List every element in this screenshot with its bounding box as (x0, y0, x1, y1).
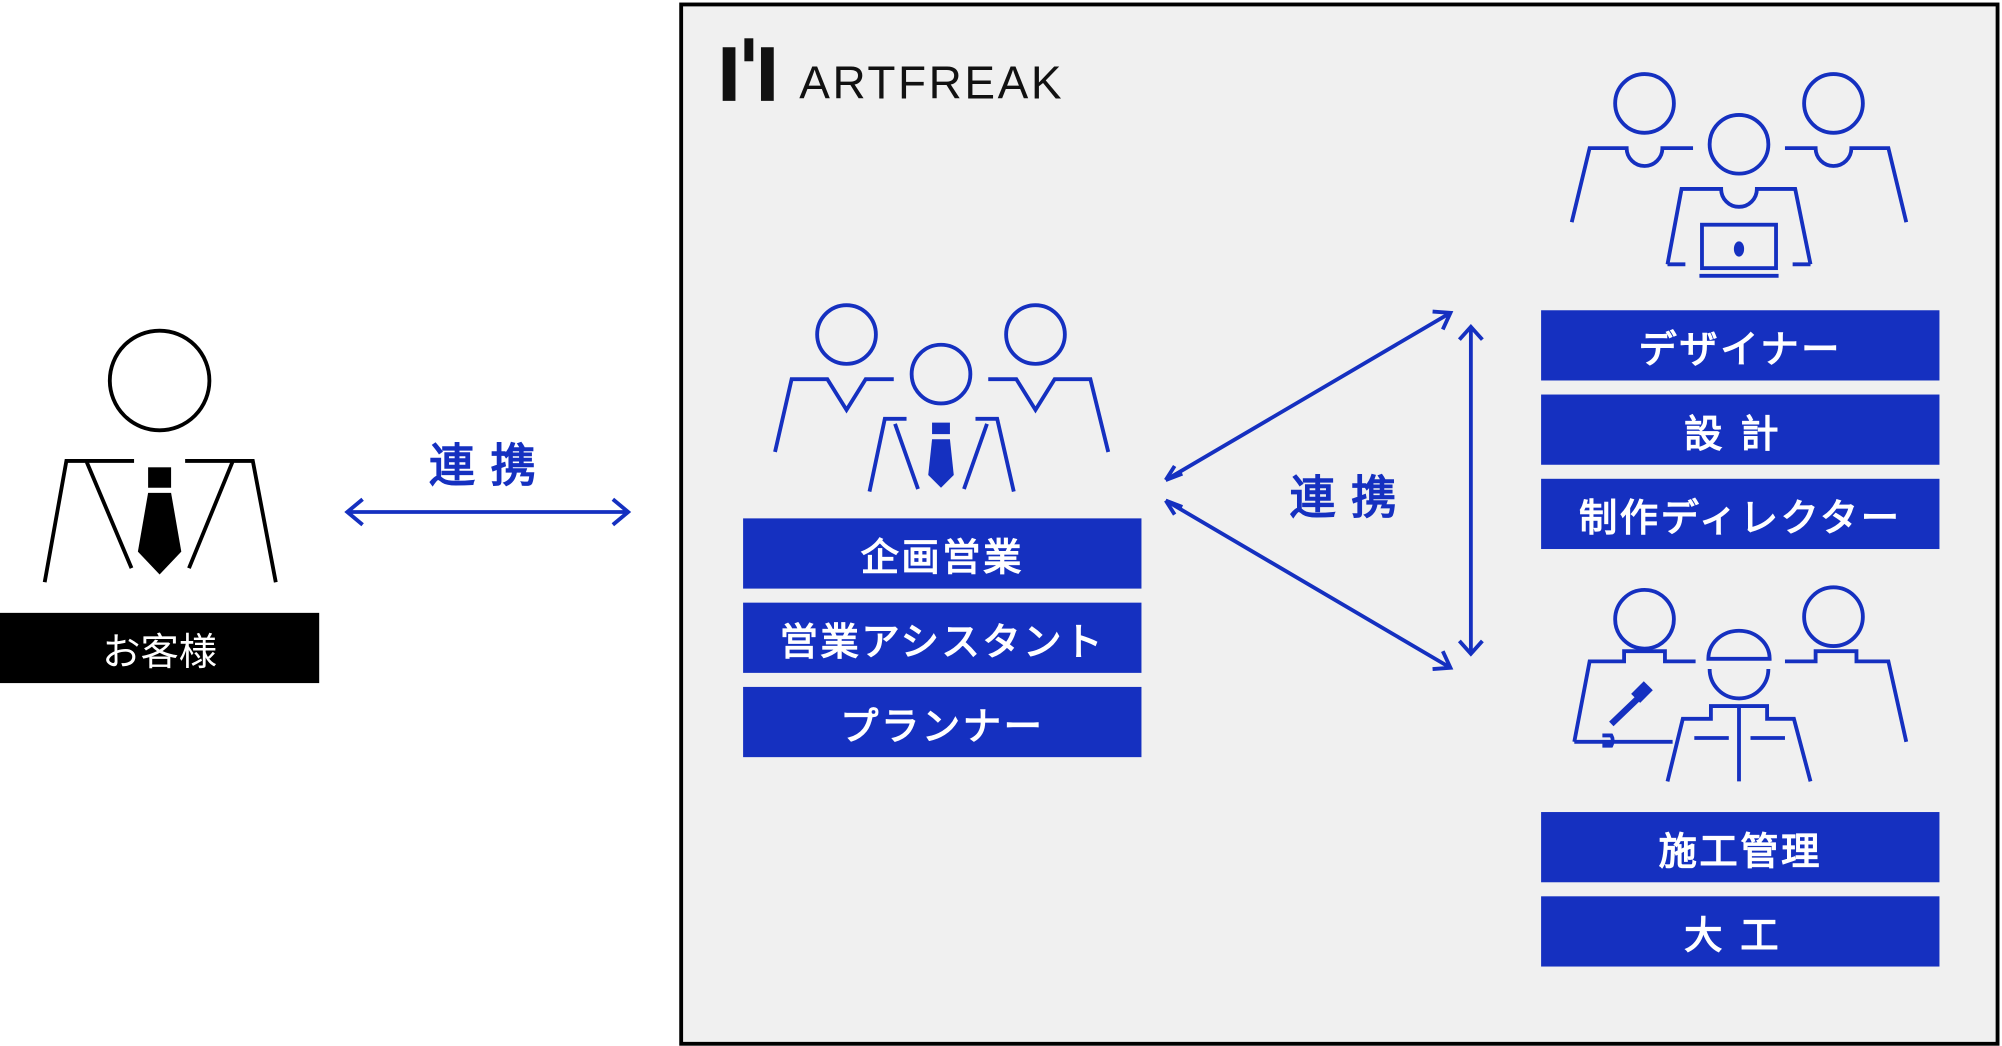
customer-label: お客様 (0, 612, 320, 684)
role-designer: デザイナー (1541, 310, 1940, 381)
design-team-icon (1569, 72, 1909, 278)
customer-icon (42, 328, 278, 583)
role-carpenter: 大工 (1541, 896, 1940, 967)
collaboration-label-left: 連携 (429, 440, 552, 493)
role-sales-assistant: 営業アシスタント (743, 602, 1142, 673)
collaboration-arrows-icon (1164, 309, 1484, 671)
role-planner: プランナー (743, 686, 1142, 758)
role-production-director: 制作ディレクター (1541, 478, 1940, 550)
role-planning-sales: 企画営業 (743, 518, 1142, 589)
company-logo-text: ARTFREAK (799, 56, 1065, 109)
role-architect: 設計 (1541, 394, 1940, 465)
collaboration-label-right: 連携 (1289, 472, 1413, 525)
construction-team-icon (1572, 585, 1909, 782)
bidirectional-arrow-icon (344, 497, 632, 527)
artfreak-logo-icon (722, 38, 774, 101)
role-construction-manager: 施工管理 (1541, 812, 1940, 883)
sales-team-icon (773, 303, 1111, 492)
